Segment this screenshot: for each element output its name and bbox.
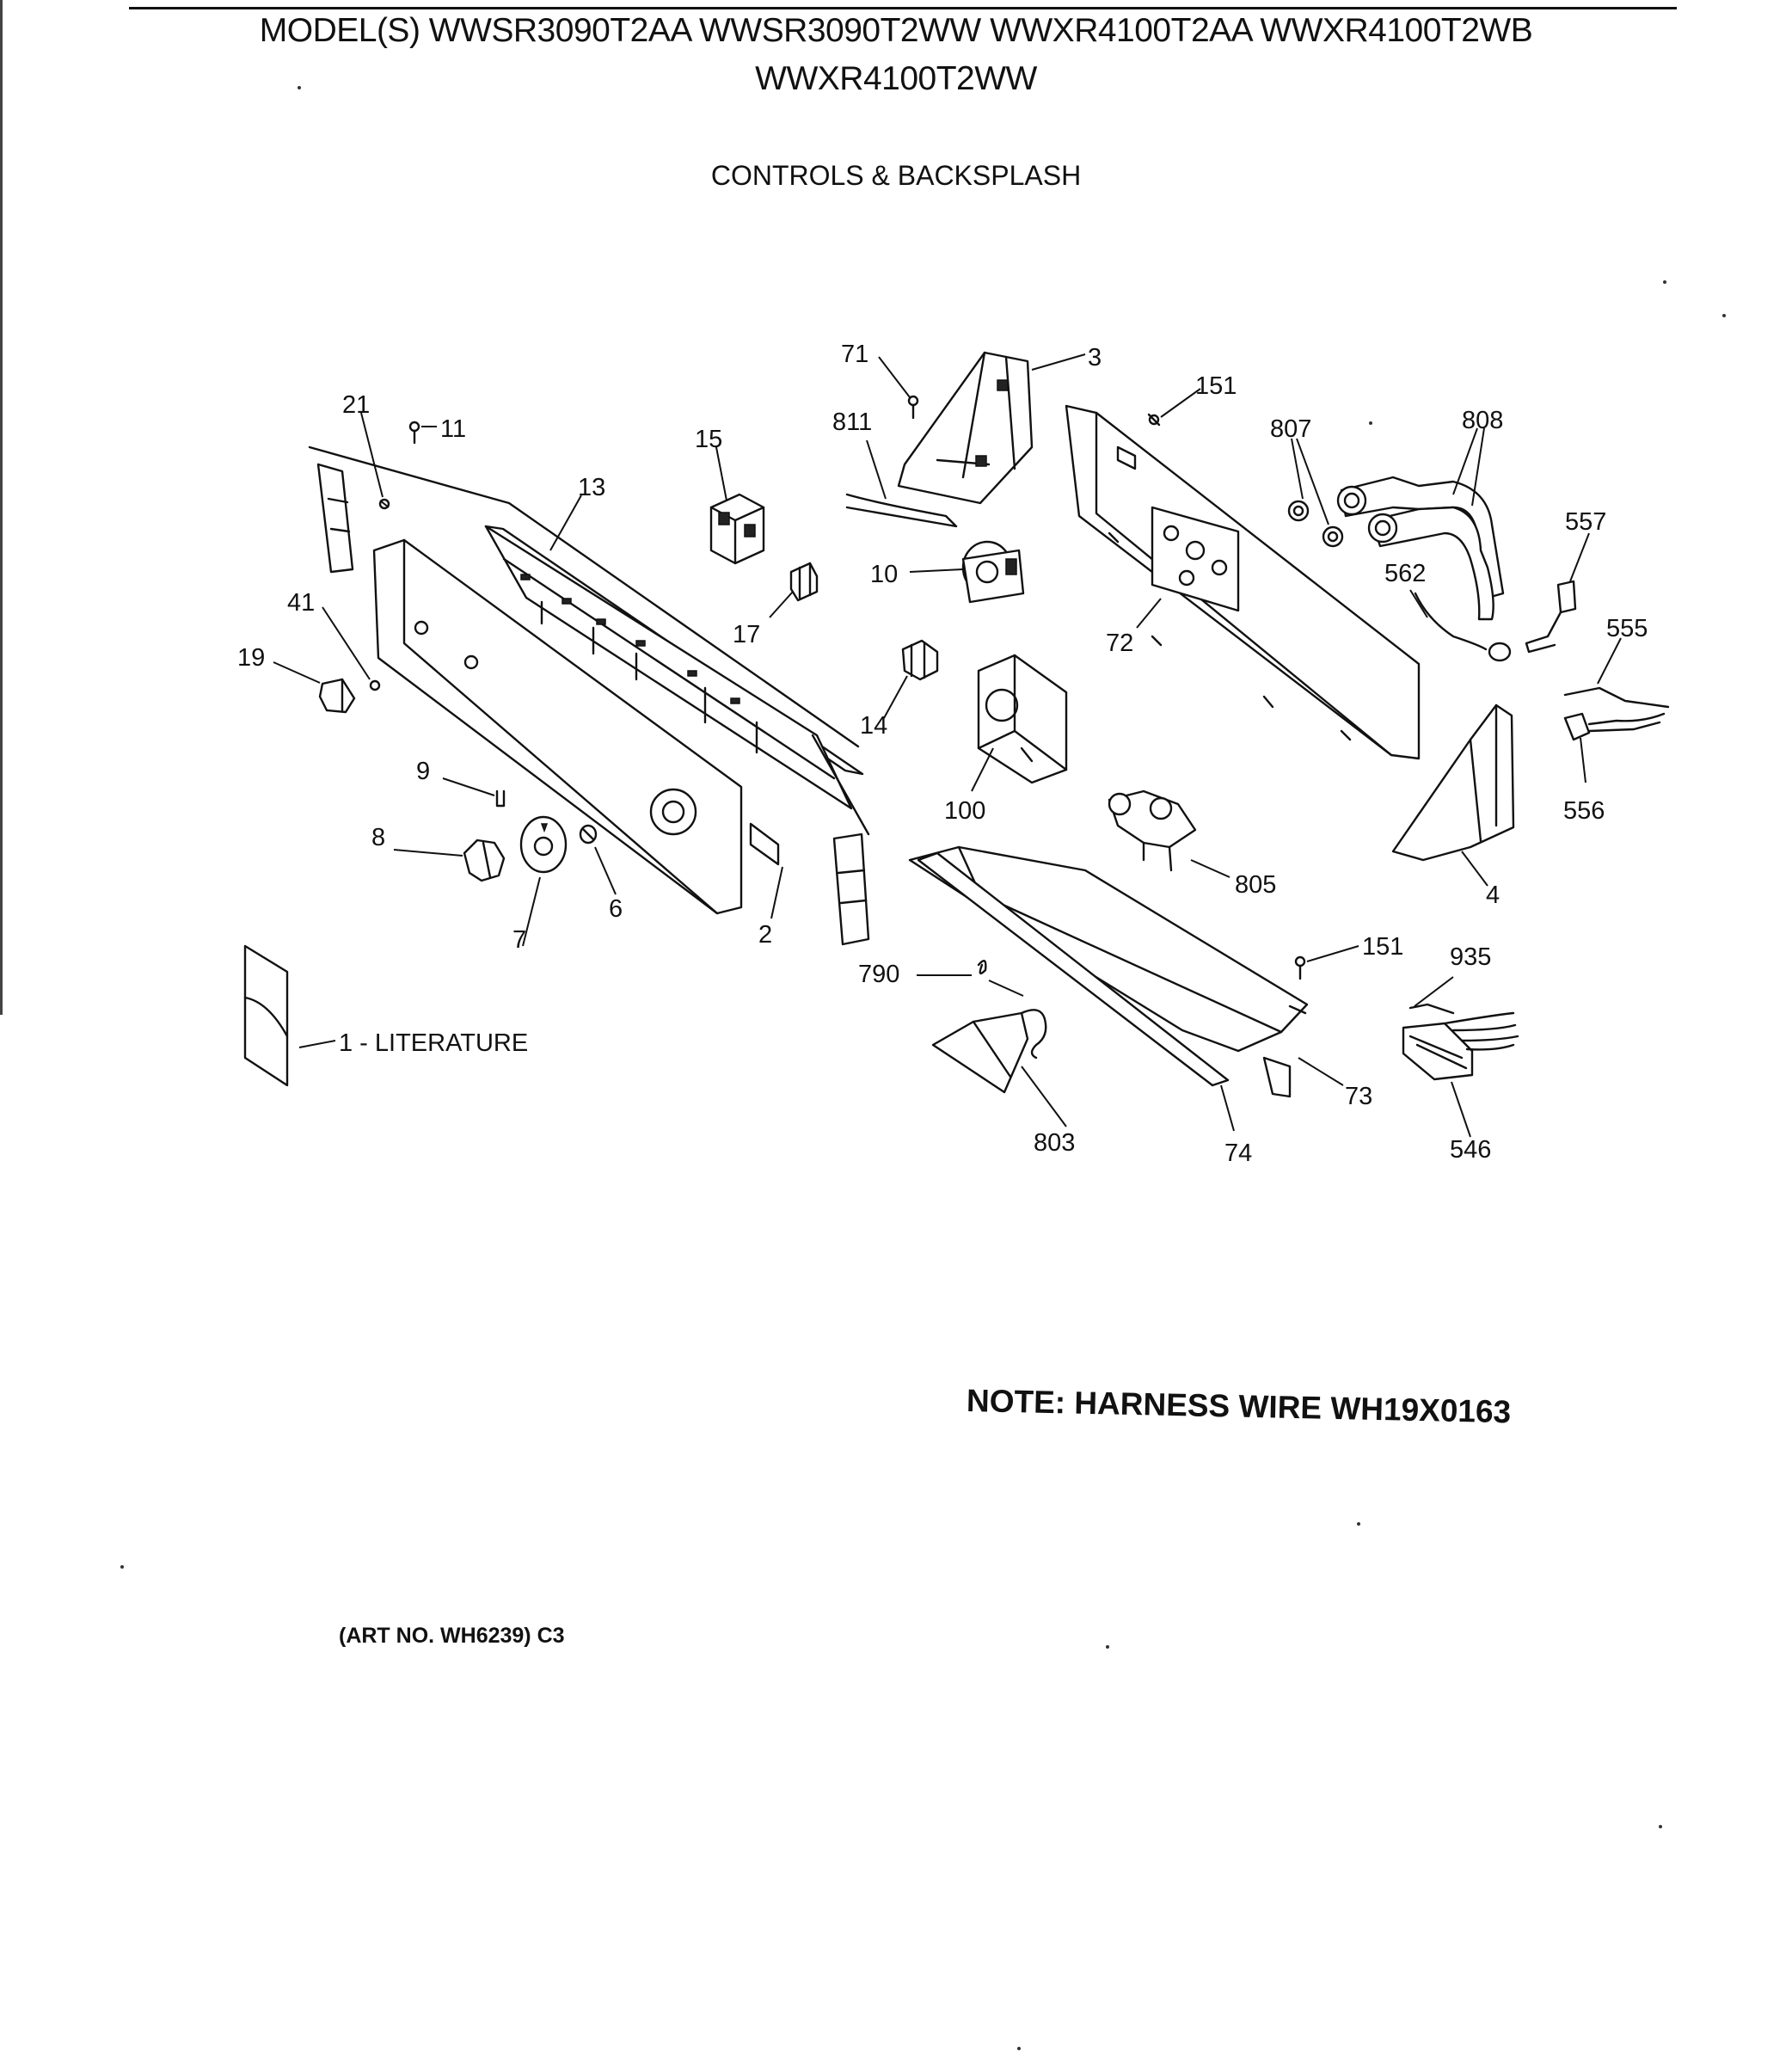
- scan-speck: [1659, 1825, 1662, 1828]
- callout-557: 557: [1565, 508, 1606, 536]
- callout-7: 7: [512, 926, 526, 954]
- callout-72: 72: [1106, 630, 1133, 657]
- part-808-fill-hoses: [1336, 476, 1505, 621]
- callout-13: 13: [578, 474, 605, 501]
- model-list-line-2: WWXR4100T2WW: [755, 60, 1037, 97]
- callout-74: 74: [1224, 1140, 1252, 1167]
- part-10-pressure-switch: [961, 540, 1025, 604]
- art-number: (ART NO. WH6239) C3: [339, 1624, 565, 1648]
- part-151-screw-lower: [1294, 955, 1306, 980]
- part-13-control-panel-frame: [308, 445, 864, 810]
- part-14-switch: [901, 639, 939, 681]
- callout-11: 11: [440, 415, 466, 443]
- callout-19: 19: [237, 644, 265, 672]
- part-21-screw: [378, 498, 390, 510]
- callout-811: 811: [832, 408, 872, 436]
- part-811-hose: [845, 493, 958, 528]
- callout-562: 562: [1384, 560, 1426, 587]
- part-41-clip: [369, 679, 381, 691]
- callout-808: 808: [1462, 407, 1503, 434]
- scan-speck: [1369, 421, 1372, 425]
- part-4-end-bracket: [1391, 703, 1515, 862]
- callout-3: 3: [1088, 344, 1102, 372]
- top-rule: [129, 7, 1677, 9]
- part-7-dial: [519, 815, 568, 874]
- page-edge: [0, 0, 3, 1015]
- scan-speck: [1357, 1522, 1360, 1526]
- scan-speck: [1017, 2047, 1021, 2050]
- callout-935: 935: [1450, 943, 1491, 971]
- callout-labels: 71 3 151 807 808 21 11 15 811 13 557 562…: [237, 341, 1648, 1167]
- part-6-nut: [579, 824, 598, 845]
- callout-73: 73: [1345, 1083, 1372, 1110]
- callout-14: 14: [860, 712, 887, 740]
- part-19-knob: [318, 678, 356, 714]
- part-557-thermistor: [1525, 580, 1577, 654]
- part-556-connector: [1563, 712, 1666, 741]
- callout-8: 8: [371, 824, 385, 851]
- callout-151-lower: 151: [1362, 933, 1403, 961]
- callout-790: 790: [858, 961, 899, 988]
- scan-speck: [1106, 1645, 1109, 1649]
- callout-17: 17: [733, 621, 760, 648]
- callout-2: 2: [758, 921, 772, 949]
- callout-546: 546: [1450, 1136, 1491, 1164]
- part-546-harness-block: [1402, 1003, 1519, 1081]
- part-555-wire-lead: [1563, 686, 1670, 709]
- part-11-screw: [408, 421, 420, 445]
- callout-71: 71: [841, 341, 868, 368]
- callout-10: 10: [870, 561, 898, 588]
- part-end-cap-right: [832, 832, 870, 946]
- part-803-cover: [931, 1009, 1047, 1094]
- callout-41: 41: [287, 589, 315, 617]
- part-71-screw: [907, 395, 919, 420]
- callout-100: 100: [944, 797, 985, 825]
- model-list-line-1: MODEL(S) WWSR3090T2AA WWSR3090T2WW WWXR4…: [259, 12, 1533, 49]
- leader-lines: [273, 353, 1622, 1138]
- part-2-console-panel: [372, 538, 780, 915]
- callout-6: 6: [609, 895, 623, 923]
- part-8-knob: [463, 838, 506, 882]
- part-1-literature-envelope: [243, 944, 289, 1087]
- callout-555: 555: [1606, 615, 1648, 642]
- part-935-harness-wires: [1408, 1003, 1519, 1051]
- callout-556: 556: [1563, 797, 1605, 825]
- part-end-cap-left: [316, 463, 354, 574]
- scan-speck: [1663, 280, 1666, 284]
- part-17-switch: [789, 562, 819, 602]
- part-562-plug: [1488, 642, 1512, 662]
- part-151-screw-upper: [1147, 413, 1161, 427]
- callout-151-upper: 151: [1195, 372, 1237, 400]
- callout-15: 15: [695, 426, 722, 453]
- callout-21: 21: [342, 391, 370, 419]
- callout-4: 4: [1486, 882, 1500, 909]
- part-3-end-bracket: [897, 351, 1034, 505]
- part-9-spring: [495, 789, 506, 808]
- panel-support-line: [811, 734, 870, 836]
- part-74-strip: [917, 851, 1230, 1087]
- callout-803: 803: [1034, 1129, 1075, 1157]
- callout-9: 9: [416, 758, 430, 785]
- scan-speck: [298, 86, 301, 89]
- part-72-backsplash: [1065, 404, 1421, 760]
- part-100-timer: [977, 654, 1068, 784]
- callout-807: 807: [1270, 415, 1311, 443]
- part-790-clip: [977, 960, 987, 975]
- part-15-switch: [709, 493, 765, 565]
- part-562-wire: [1414, 592, 1488, 651]
- part-805-water-valve: [1108, 789, 1197, 872]
- section-title: CONTROLS & BACKSPLASH: [710, 160, 1082, 191]
- callout-805: 805: [1235, 871, 1276, 899]
- part-807-washers: [1287, 500, 1344, 548]
- callout-1-literature: 1 - LITERATURE: [339, 1029, 528, 1057]
- scan-speck: [1722, 314, 1726, 317]
- scan-speck: [120, 1565, 124, 1569]
